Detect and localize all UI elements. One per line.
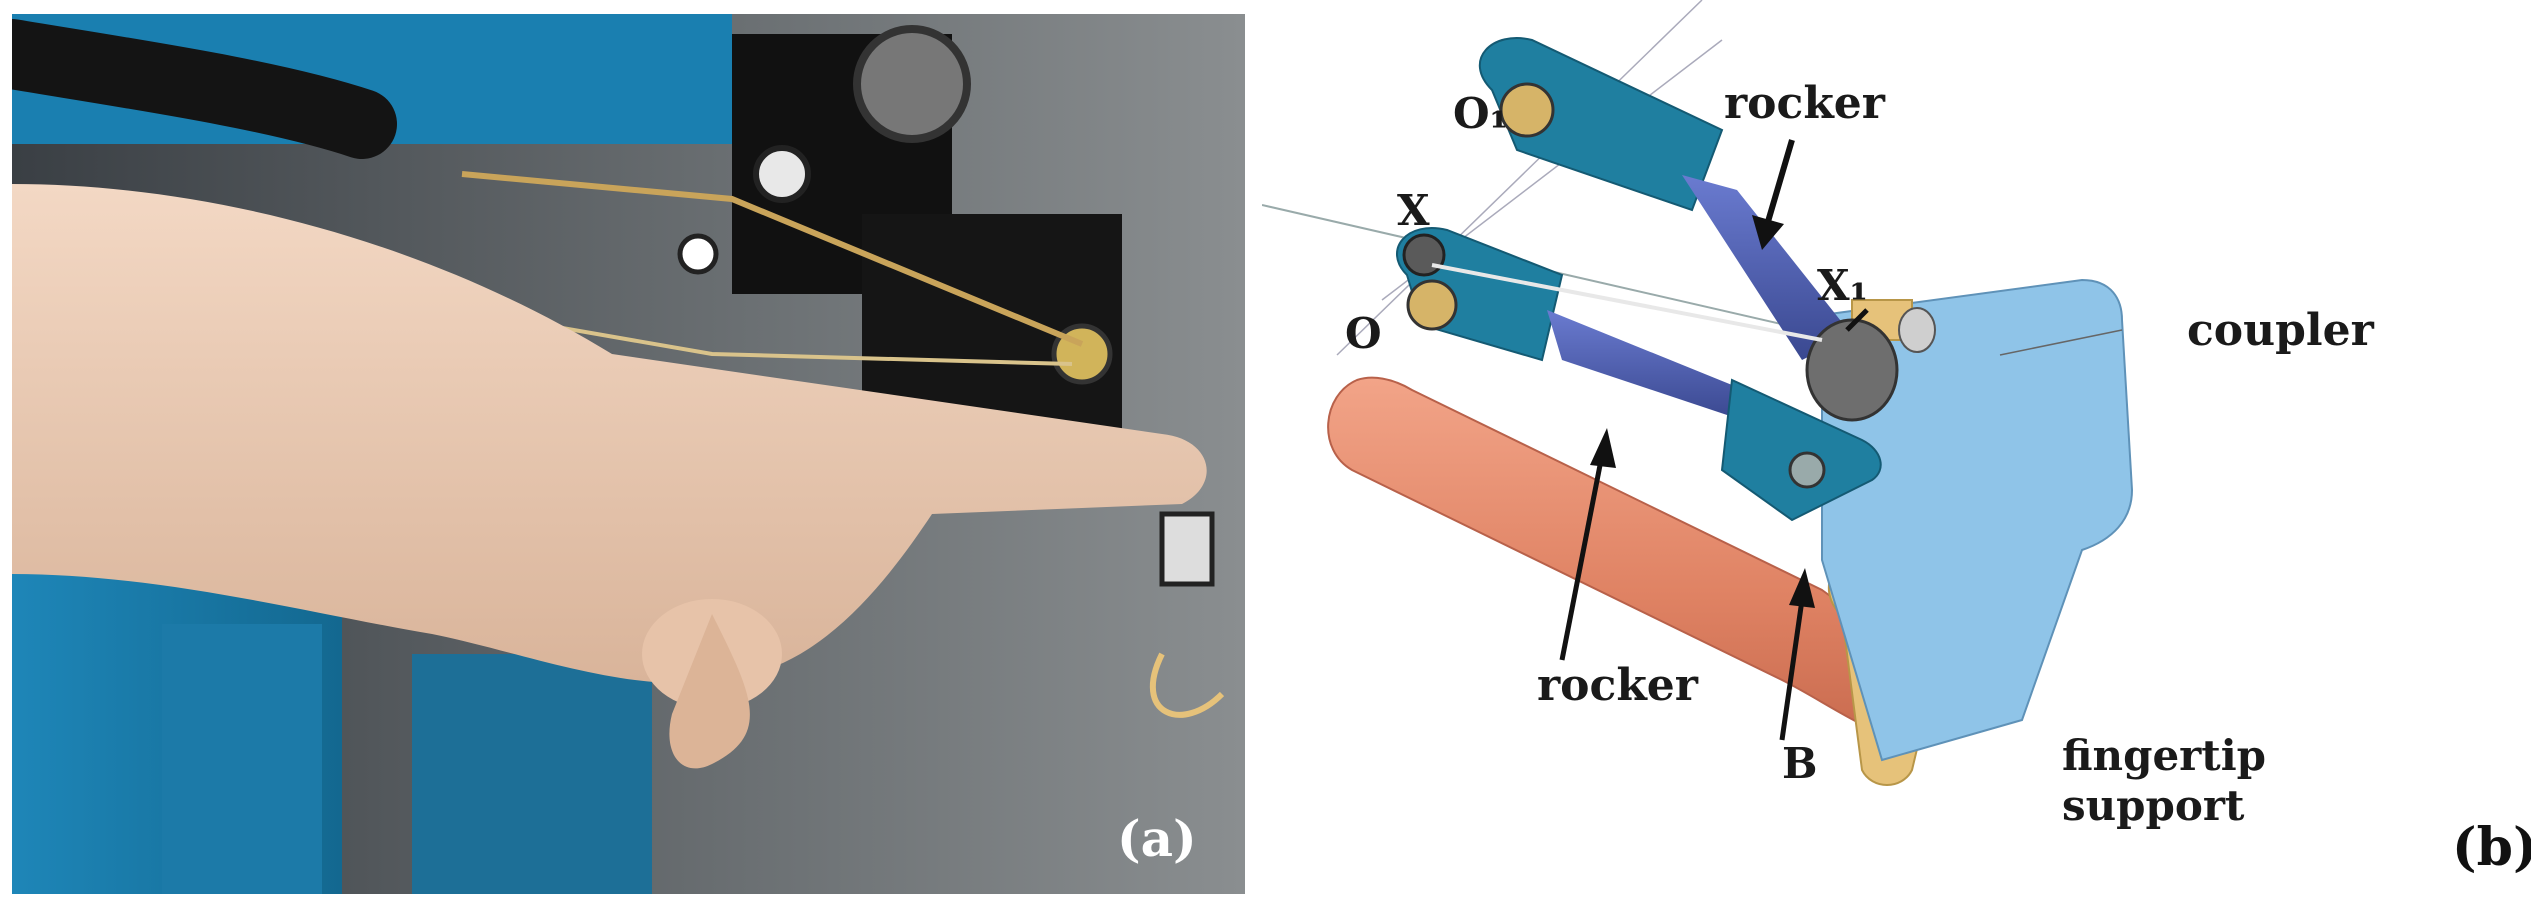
pulley-icon — [753, 145, 811, 203]
label-fingertip: fingertip — [2062, 731, 2266, 780]
curled-finger — [669, 614, 750, 769]
arrow-head-rocker-bottom — [1590, 428, 1616, 468]
rocker-bracket-top — [1478, 37, 1724, 212]
joint-x-icon — [1402, 233, 1446, 277]
arrow-head-b — [1789, 568, 1815, 608]
coupler-part — [1821, 278, 2134, 762]
leader-coupler — [1999, 329, 2123, 356]
fingertip-clip — [1159, 511, 1215, 587]
arrow-head-rocker-top — [1752, 215, 1784, 250]
label-o: O — [1345, 309, 1382, 358]
diagram-panel-b: O₁ rocker X O X₁ coupler rocker B finger… — [1262, 0, 2531, 909]
device-photo: (a) — [12, 14, 1245, 894]
pulley-small-icon — [677, 233, 719, 275]
mechanism-diagram: O₁ rocker X O X₁ coupler rocker B finger… — [1262, 0, 2531, 878]
hand-and-forearm — [12, 184, 1207, 684]
rocker-end-block — [1720, 378, 1882, 522]
joint-o1-icon — [1499, 82, 1555, 138]
arrow-x1 — [1845, 308, 1869, 332]
tendon-line — [1431, 263, 1823, 342]
joint-b-icon — [1788, 451, 1826, 489]
panel-b-label: (b) — [2452, 817, 2531, 878]
label-coupler: coupler — [2187, 305, 2375, 356]
tendon-wire — [461, 171, 1084, 347]
label-support: support — [2062, 781, 2245, 830]
x1-collar-icon — [1898, 307, 1936, 353]
rocker-rod-bottom — [1547, 310, 1742, 420]
joint-o-icon — [1406, 279, 1458, 331]
cable-sleeve-upper — [12, 19, 397, 159]
machine-frame-panel — [162, 624, 322, 894]
joint-x1-icon — [1805, 318, 1899, 422]
arrow-rocker-top — [1764, 139, 1795, 226]
loop-string — [1149, 652, 1225, 718]
label-x: X — [1397, 186, 1430, 235]
photo-panel-a: (a) — [12, 14, 1245, 894]
arrow-b — [1779, 599, 1805, 741]
axis-line-o — [1336, 0, 1703, 356]
rocker-rod-top — [1682, 175, 1852, 360]
motor-icon — [853, 25, 971, 143]
arrow-rocker-bottom — [1559, 454, 1605, 661]
label-o1: O₁ — [1453, 89, 1508, 138]
machine-frame-leg — [412, 654, 652, 894]
label-b: B — [1782, 739, 1818, 788]
panel-a-label: (a) — [1117, 809, 1197, 868]
label-rocker-top: rocker — [1724, 78, 1886, 129]
label-x1: X₁ — [1817, 261, 1868, 310]
label-rocker-bottom: rocker — [1537, 660, 1699, 711]
